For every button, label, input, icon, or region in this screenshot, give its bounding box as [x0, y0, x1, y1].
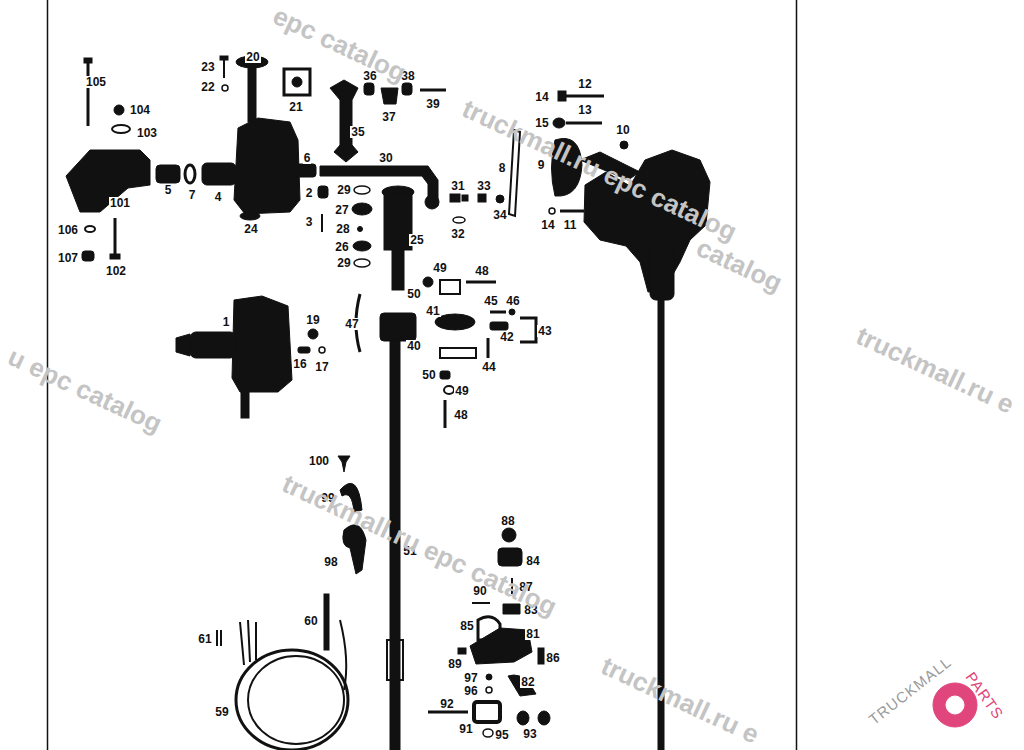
callout-number: 43 — [537, 325, 552, 337]
callout-number: 39 — [425, 98, 440, 110]
callout-number: 33 — [476, 180, 491, 192]
callout-number: 59 — [214, 706, 229, 718]
callout-number: 22 — [200, 81, 215, 93]
callout-number: 89 — [447, 658, 462, 670]
watermark: u epc catalog — [4, 343, 166, 437]
callout-number: 20 — [245, 51, 260, 63]
callout-number: 48 — [474, 265, 489, 277]
callout-number: 41 — [425, 305, 440, 317]
callout-number: 29 — [336, 184, 351, 196]
callout-number: 86 — [545, 652, 560, 664]
callout-number: 101 — [109, 197, 131, 209]
callout-number: 47 — [344, 318, 359, 330]
logo-text: PARTS — [963, 669, 1006, 722]
callout-number: 44 — [481, 361, 496, 373]
callout-number: 14 — [540, 219, 555, 231]
callout-number: 106 — [57, 224, 79, 236]
callout-number: 10 — [615, 124, 630, 136]
callout-number: 21 — [288, 101, 303, 113]
callout-number: 103 — [136, 127, 158, 139]
callout-number: 85 — [459, 620, 474, 632]
callout-number: 97 — [463, 672, 478, 684]
callout-number: 34 — [492, 209, 507, 221]
watermark: truckmall.ru e — [597, 652, 763, 748]
callout-number: 27 — [334, 204, 349, 216]
callout-number: 96 — [463, 685, 478, 697]
callout-number: 14 — [534, 91, 549, 103]
callout-number: 12 — [577, 78, 592, 90]
callout-number: 102 — [105, 265, 127, 277]
watermark: epc catalog — [270, 2, 411, 86]
callout-number: 8 — [498, 162, 507, 174]
callout-number: 61 — [197, 633, 212, 645]
callout-number: 2 — [305, 187, 314, 199]
callout-number: 5 — [164, 184, 173, 196]
callout-number: 6 — [303, 152, 312, 164]
callout-number: 42 — [499, 331, 514, 343]
callout-number: 92 — [439, 698, 454, 710]
callout-number: 81 — [525, 628, 540, 640]
callout-number: 82 — [520, 676, 535, 688]
callout-number: 84 — [525, 555, 540, 567]
callout-number: 95 — [494, 729, 509, 741]
watermark: truckmall.ru e — [852, 322, 1018, 418]
callout-number: 16 — [292, 358, 307, 370]
callout-number: 93 — [522, 728, 537, 740]
callout-number: 9 — [537, 159, 546, 171]
callout-number: 46 — [505, 295, 520, 307]
callout-number: 37 — [381, 111, 396, 123]
callout-number: 1 — [222, 316, 231, 328]
callout-number: 29 — [336, 257, 351, 269]
callout-number: 31 — [450, 180, 465, 192]
callout-number: 28 — [335, 223, 350, 235]
callout-number: 49 — [454, 385, 469, 397]
watermark: truckmall.ru epc catalog — [279, 470, 561, 620]
callout-number: 7 — [188, 189, 197, 201]
watermark: catalog — [693, 234, 786, 296]
callout-number: 105 — [85, 76, 107, 88]
callout-number: 3 — [305, 216, 314, 228]
callout-number: 11 — [563, 219, 578, 231]
callout-number: 50 — [421, 369, 436, 381]
callout-number: 50 — [406, 288, 421, 300]
callout-number: 60 — [303, 615, 318, 627]
callout-number: 88 — [500, 515, 515, 527]
callout-number: 32 — [450, 228, 465, 240]
callout-number: 25 — [409, 234, 424, 246]
callout-number: 104 — [129, 104, 151, 116]
callout-number: 26 — [334, 241, 349, 253]
callout-number: 17 — [314, 361, 329, 373]
callout-number: 100 — [308, 455, 330, 467]
callout-number: 23 — [200, 61, 215, 73]
callout-number: 13 — [577, 104, 592, 116]
callout-number: 98 — [323, 556, 338, 568]
callout-number: 24 — [243, 223, 258, 235]
callout-number: 48 — [453, 409, 468, 421]
callout-number: 107 — [57, 252, 79, 264]
callout-number: 4 — [214, 191, 223, 203]
logo-text: TRUCKMALL — [866, 653, 954, 726]
callout-number: 19 — [305, 314, 320, 326]
callout-number: 30 — [378, 152, 393, 164]
callout-number: 40 — [406, 340, 421, 352]
callout-number: 35 — [350, 126, 365, 138]
callout-number: 45 — [483, 295, 498, 307]
callout-number: 49 — [432, 262, 447, 274]
callout-number: 91 — [458, 723, 473, 735]
